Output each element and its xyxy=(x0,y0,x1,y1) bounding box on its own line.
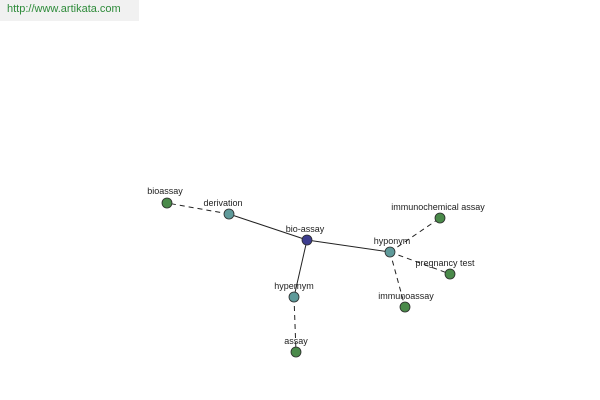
edge-hyponym-immunochemical-assay xyxy=(389,217,441,253)
edge-hypernym-assay xyxy=(293,296,297,353)
node-assay[interactable] xyxy=(290,346,302,358)
edge-hyponym-pregnancy-test xyxy=(389,251,451,275)
node-label-assay[interactable]: assay xyxy=(284,336,308,346)
site-url-link[interactable]: http://www.artikata.com xyxy=(7,3,121,15)
node-label-immunoassay[interactable]: immunoassay xyxy=(378,291,434,301)
node-bio-assay[interactable] xyxy=(301,234,313,246)
edge-bio-assay-hypernym xyxy=(293,239,308,298)
node-label-immunochemical-assay[interactable]: immunochemical assay xyxy=(391,202,485,212)
node-label-bio-assay[interactable]: bio-assay xyxy=(286,224,325,234)
url-bar: http://www.artikata.com xyxy=(0,0,139,21)
edge-bio-assay-derivation xyxy=(228,213,308,241)
node-label-pregnancy-test[interactable]: pregnancy test xyxy=(415,258,475,268)
node-label-hyponym[interactable]: hyponym xyxy=(374,236,411,246)
edge-bio-assay-hyponym xyxy=(306,239,391,253)
node-immunoassay[interactable] xyxy=(399,301,411,313)
node-hypernym[interactable] xyxy=(288,291,300,303)
node-label-hypernym[interactable]: hypernym xyxy=(274,281,314,291)
node-immunochemical-assay[interactable] xyxy=(434,212,446,224)
node-derivation[interactable] xyxy=(223,208,235,220)
node-hyponym[interactable] xyxy=(384,246,396,258)
node-label-derivation[interactable]: derivation xyxy=(203,198,242,208)
edge-hyponym-immunoassay xyxy=(389,251,406,308)
edge-derivation-bioassay xyxy=(166,202,230,215)
node-pregnancy-test[interactable] xyxy=(444,268,456,280)
node-bioassay[interactable] xyxy=(161,197,173,209)
node-label-bioassay[interactable]: bioassay xyxy=(147,186,183,196)
